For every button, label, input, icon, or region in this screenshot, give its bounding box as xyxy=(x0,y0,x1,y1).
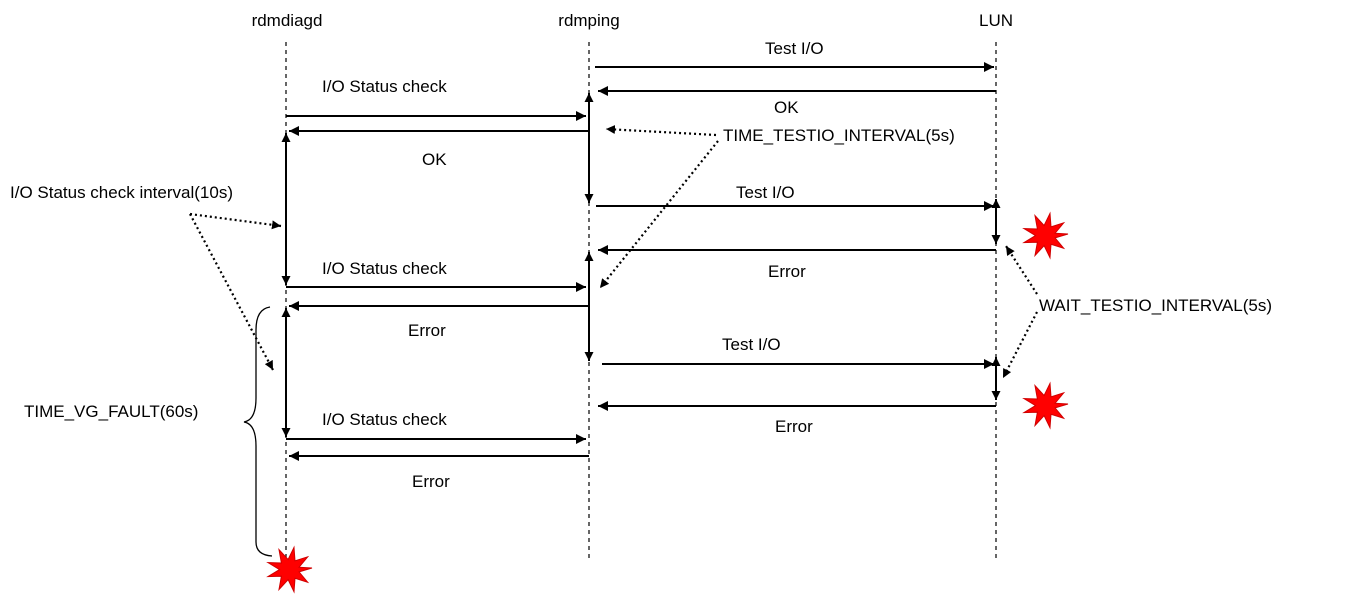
pointer-wait-testio-1 xyxy=(1005,245,1038,295)
annotation-time-testio-interval: TIME_TESTIO_INTERVAL(5s) xyxy=(723,126,955,145)
fault-burst-icon-rdmdiagd xyxy=(266,545,313,594)
label-error-diag-3: Error xyxy=(412,472,450,491)
brace-time-vg-fault xyxy=(243,306,273,557)
annotation-wait-testio-interval: WAIT_TESTIO_INTERVAL(5s) xyxy=(1039,296,1272,315)
pointer-time-testio-2 xyxy=(599,140,719,289)
fault-burst-icon-lun-2 xyxy=(1022,381,1069,430)
label-test-io-3: Test I/O xyxy=(722,335,781,354)
participant-rdmdiagd: rdmdiagd xyxy=(252,11,323,30)
label-ok-diag-1: OK xyxy=(422,150,447,169)
label-error-lun-2: Error xyxy=(768,262,806,281)
pointer-wait-testio-2 xyxy=(1002,311,1038,379)
label-ok-lun-1: OK xyxy=(774,98,799,117)
label-status-check-3: I/O Status check xyxy=(322,410,447,429)
label-error-lun-3: Error xyxy=(775,417,813,436)
annotation-status-check-interval: I/O Status check interval(10s) xyxy=(10,183,233,202)
pointer-time-testio-1 xyxy=(605,124,717,137)
fault-burst-icon-lun-1 xyxy=(1022,211,1069,260)
pointer-status-interval-2 xyxy=(189,213,274,371)
label-error-diag-2: Error xyxy=(408,321,446,340)
participant-lun: LUN xyxy=(979,11,1013,30)
label-test-io-1: Test I/O xyxy=(765,39,824,58)
pointer-status-interval-1 xyxy=(189,212,282,230)
label-status-check-2: I/O Status check xyxy=(322,259,447,278)
label-test-io-2: Test I/O xyxy=(736,183,795,202)
participant-rdmping: rdmping xyxy=(558,11,619,30)
annotation-time-vg-fault: TIME_VG_FAULT(60s) xyxy=(24,402,198,421)
label-status-check-1: I/O Status check xyxy=(322,77,447,96)
